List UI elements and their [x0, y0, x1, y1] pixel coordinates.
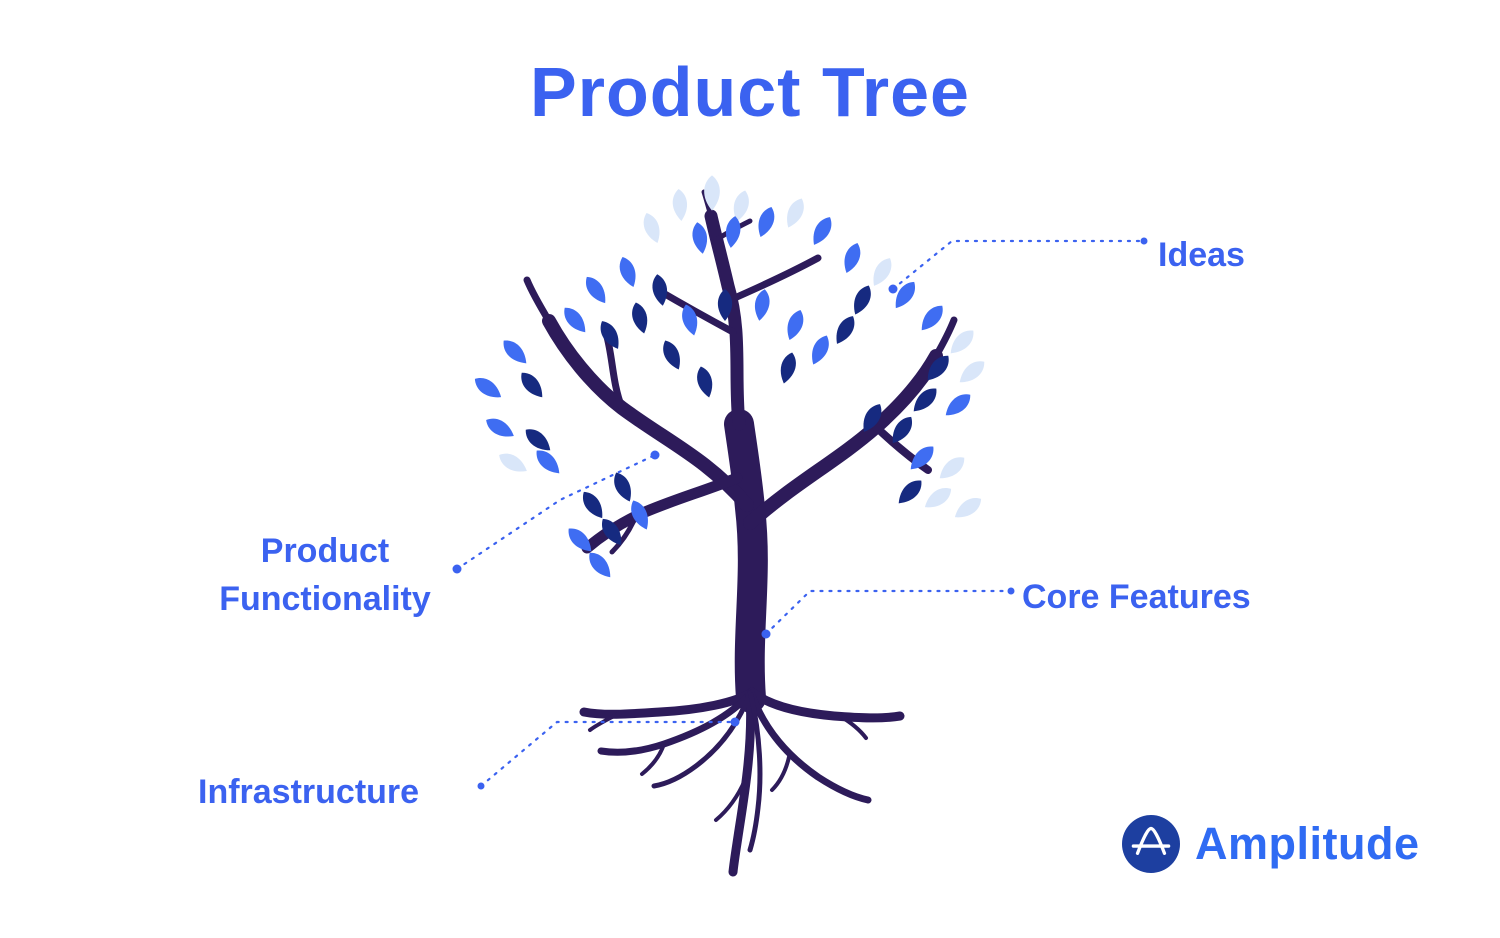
amplitude-logo: Amplitude: [1122, 815, 1420, 873]
core-features-leader-line: [761, 587, 1015, 639]
ideas-label: Ideas: [1158, 236, 1245, 274]
tree-leaves: [470, 175, 989, 582]
ideas-leader-line: [888, 237, 1148, 294]
tree-roots: [579, 687, 905, 877]
core-features-label: Core Features: [1022, 578, 1251, 616]
infrastructure-label: Infrastructure: [198, 773, 420, 811]
amplitude-logo-icon: [1122, 815, 1180, 873]
product-functionality-label: Product Functionality: [219, 532, 431, 618]
tree-trunk-branches: [523, 189, 958, 713]
amplitude-logo-text: Amplitude: [1195, 818, 1420, 869]
infrastructure-leader-line: [477, 717, 740, 790]
product-functionality-leader-line: [452, 450, 660, 574]
page-title: Product Tree: [530, 53, 970, 131]
